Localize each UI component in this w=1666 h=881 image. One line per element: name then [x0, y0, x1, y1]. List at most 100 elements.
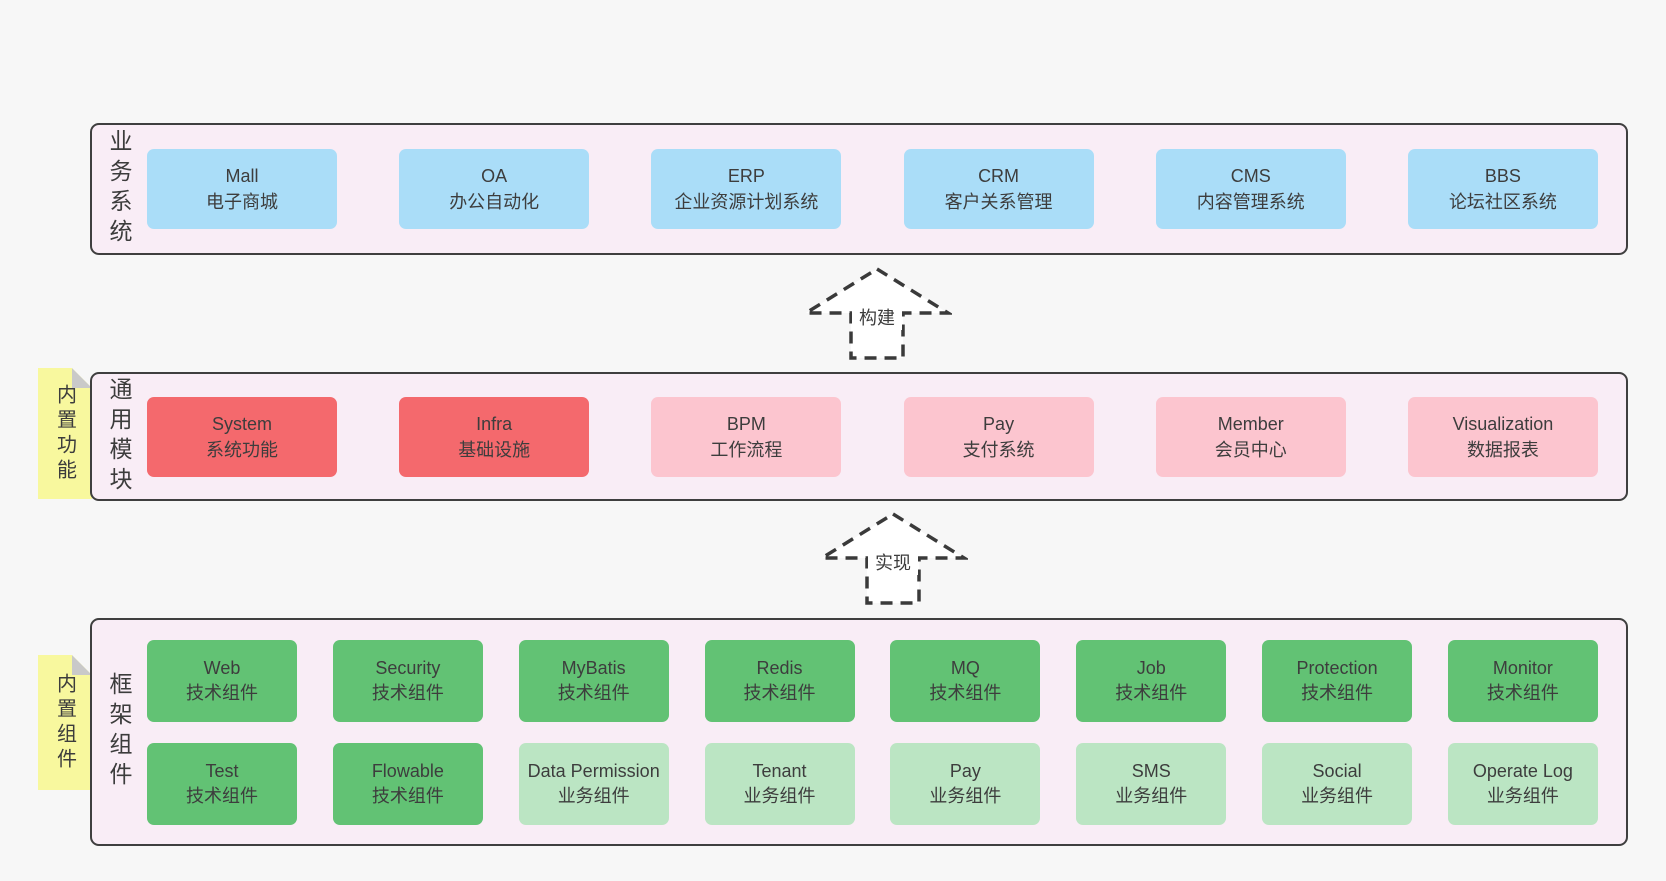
dashed-up-arrow-build: 构建 [802, 266, 952, 360]
box-name: MQ [950, 658, 980, 678]
arrow-label-bg [852, 304, 902, 330]
box-desc: 办公自动化 [449, 192, 540, 212]
box-desc: 业务组件 [929, 786, 1002, 806]
section-label: 业务系统 [102, 125, 136, 253]
section-business-systems: 业务系统 Mall 电子商城 OA 办公自动化 ERP 企业资源计划系统 CRM… [90, 123, 1628, 255]
box-tenant: Tenant 业务组件 [704, 743, 855, 825]
box-desc: 业务组件 [557, 786, 630, 806]
box-desc: 电子商城 [206, 192, 278, 212]
box-desc: 基础设施 [458, 439, 531, 460]
section-label-text: 框架组件 [106, 672, 132, 792]
box-name: Job [1136, 658, 1166, 678]
box-member: Member 会员中心 [1155, 396, 1346, 477]
box-name: Protection [1296, 658, 1378, 678]
box-name: Data Permission [527, 761, 660, 781]
box-bbs: BBS 论坛社区系统 [1407, 149, 1598, 229]
box-name: Test [205, 761, 239, 781]
box-desc: 内容管理系统 [1196, 192, 1305, 212]
box-erp: ERP 企业资源计划系统 [651, 149, 842, 229]
box-sms: SMS 业务组件 [1076, 743, 1227, 825]
box-operate-log: Operate Log 业务组件 [1447, 743, 1598, 825]
box-name: ERP [727, 166, 765, 186]
arrow-label-bg [868, 549, 918, 575]
box-name: MyBatis [561, 658, 626, 678]
box-job: Job 技术组件 [1076, 640, 1227, 722]
box-name: BBS [1484, 166, 1521, 186]
box-name: SMS [1131, 761, 1171, 781]
box-desc: 支付系统 [962, 439, 1035, 460]
box-name: Social [1312, 761, 1362, 781]
box-desc: 技术组件 [186, 683, 258, 703]
box-name: Visualization [1452, 413, 1554, 434]
section-label: 通用模块 [102, 374, 136, 499]
box-security: Security 技术组件 [332, 640, 483, 722]
section-framework-components: 框架组件 Web 技术组件 Security 技术组件 MyBatis 技术组件… [90, 618, 1628, 846]
box-desc: 技术组件 [186, 786, 258, 806]
box-name: Monitor [1492, 658, 1553, 678]
box-mq: MQ 技术组件 [890, 640, 1041, 722]
sticky-note-label: 内置组件 [53, 672, 76, 773]
box-name: Flowable [371, 761, 444, 781]
box-test: Test 技术组件 [147, 743, 297, 825]
modules-row: System 系统功能 Infra 基础设施 BPM 工作流程 Pay 支付系统… [147, 374, 1598, 499]
box-name: Member [1217, 413, 1284, 434]
sticky-note-builtin-features: 内置功能 [38, 368, 92, 499]
box-name: Web [203, 658, 241, 678]
sticky-note-label: 内置功能 [53, 383, 76, 484]
box-desc: 业务组件 [1486, 786, 1559, 806]
box-bpm: BPM 工作流程 [651, 396, 842, 477]
section-label: 框架组件 [102, 620, 136, 844]
sticky-note-builtin-components: 内置组件 [38, 655, 92, 790]
box-desc: 工作流程 [710, 439, 783, 460]
box-web: Web 技术组件 [147, 640, 297, 722]
box-desc: 技术组件 [371, 786, 444, 806]
box-mybatis: MyBatis 技术组件 [518, 640, 669, 722]
arrow-label: 实现 [875, 553, 911, 573]
box-desc: 客户关系管理 [944, 192, 1053, 212]
box-crm: CRM 客户关系管理 [903, 149, 1094, 229]
components-row-1: Web 技术组件 Security 技术组件 MyBatis 技术组件 Redi… [147, 640, 1598, 722]
box-desc: 技术组件 [1301, 683, 1374, 703]
box-name: System [211, 413, 272, 434]
box-visualization: Visualization 数据报表 [1407, 396, 1598, 477]
box-cms: CMS 内容管理系统 [1155, 149, 1346, 229]
box-desc: 系统功能 [206, 439, 278, 460]
box-desc: 业务组件 [1115, 786, 1188, 806]
box-name: Infra [476, 413, 513, 434]
box-desc: 会员中心 [1214, 439, 1287, 460]
box-name: Pay [983, 413, 1015, 434]
box-redis: Redis 技术组件 [704, 640, 855, 722]
box-name: CRM [978, 166, 1020, 186]
arrow-label: 构建 [859, 308, 895, 328]
box-name: OA [481, 166, 508, 186]
box-desc: 业务组件 [1301, 786, 1374, 806]
box-system: System 系统功能 [147, 396, 337, 477]
box-flowable: Flowable 技术组件 [332, 743, 483, 825]
box-name: Operate Log [1472, 761, 1573, 781]
box-mall: Mall 电子商城 [147, 149, 337, 229]
box-desc: 技术组件 [929, 683, 1002, 703]
box-desc: 技术组件 [371, 683, 444, 703]
box-name: Redis [756, 658, 803, 678]
dashed-up-arrow-implement: 实现 [818, 511, 968, 605]
box-desc: 技术组件 [743, 683, 816, 703]
box-name: Tenant [752, 761, 807, 781]
box-protection: Protection 技术组件 [1262, 640, 1413, 722]
box-pay-component: Pay 业务组件 [890, 743, 1041, 825]
box-monitor: Monitor 技术组件 [1447, 640, 1598, 722]
box-name: Mall [225, 166, 259, 186]
box-desc: 技术组件 [1115, 683, 1188, 703]
business-row: Mall 电子商城 OA 办公自动化 ERP 企业资源计划系统 CRM 客户关系… [147, 125, 1598, 253]
box-data-permission: Data Permission 业务组件 [518, 743, 669, 825]
section-common-modules: 通用模块 System 系统功能 Infra 基础设施 BPM 工作流程 Pay… [90, 372, 1628, 501]
box-desc: 企业资源计划系统 [674, 192, 819, 212]
box-pay-module: Pay 支付系统 [903, 396, 1094, 477]
box-oa: OA 办公自动化 [399, 149, 590, 229]
box-desc: 论坛社区系统 [1448, 192, 1557, 212]
box-name: CMS [1230, 166, 1271, 186]
box-desc: 技术组件 [1486, 683, 1559, 703]
box-social: Social 业务组件 [1262, 743, 1413, 825]
box-name: Pay [949, 761, 981, 781]
box-name: Security [375, 658, 441, 678]
